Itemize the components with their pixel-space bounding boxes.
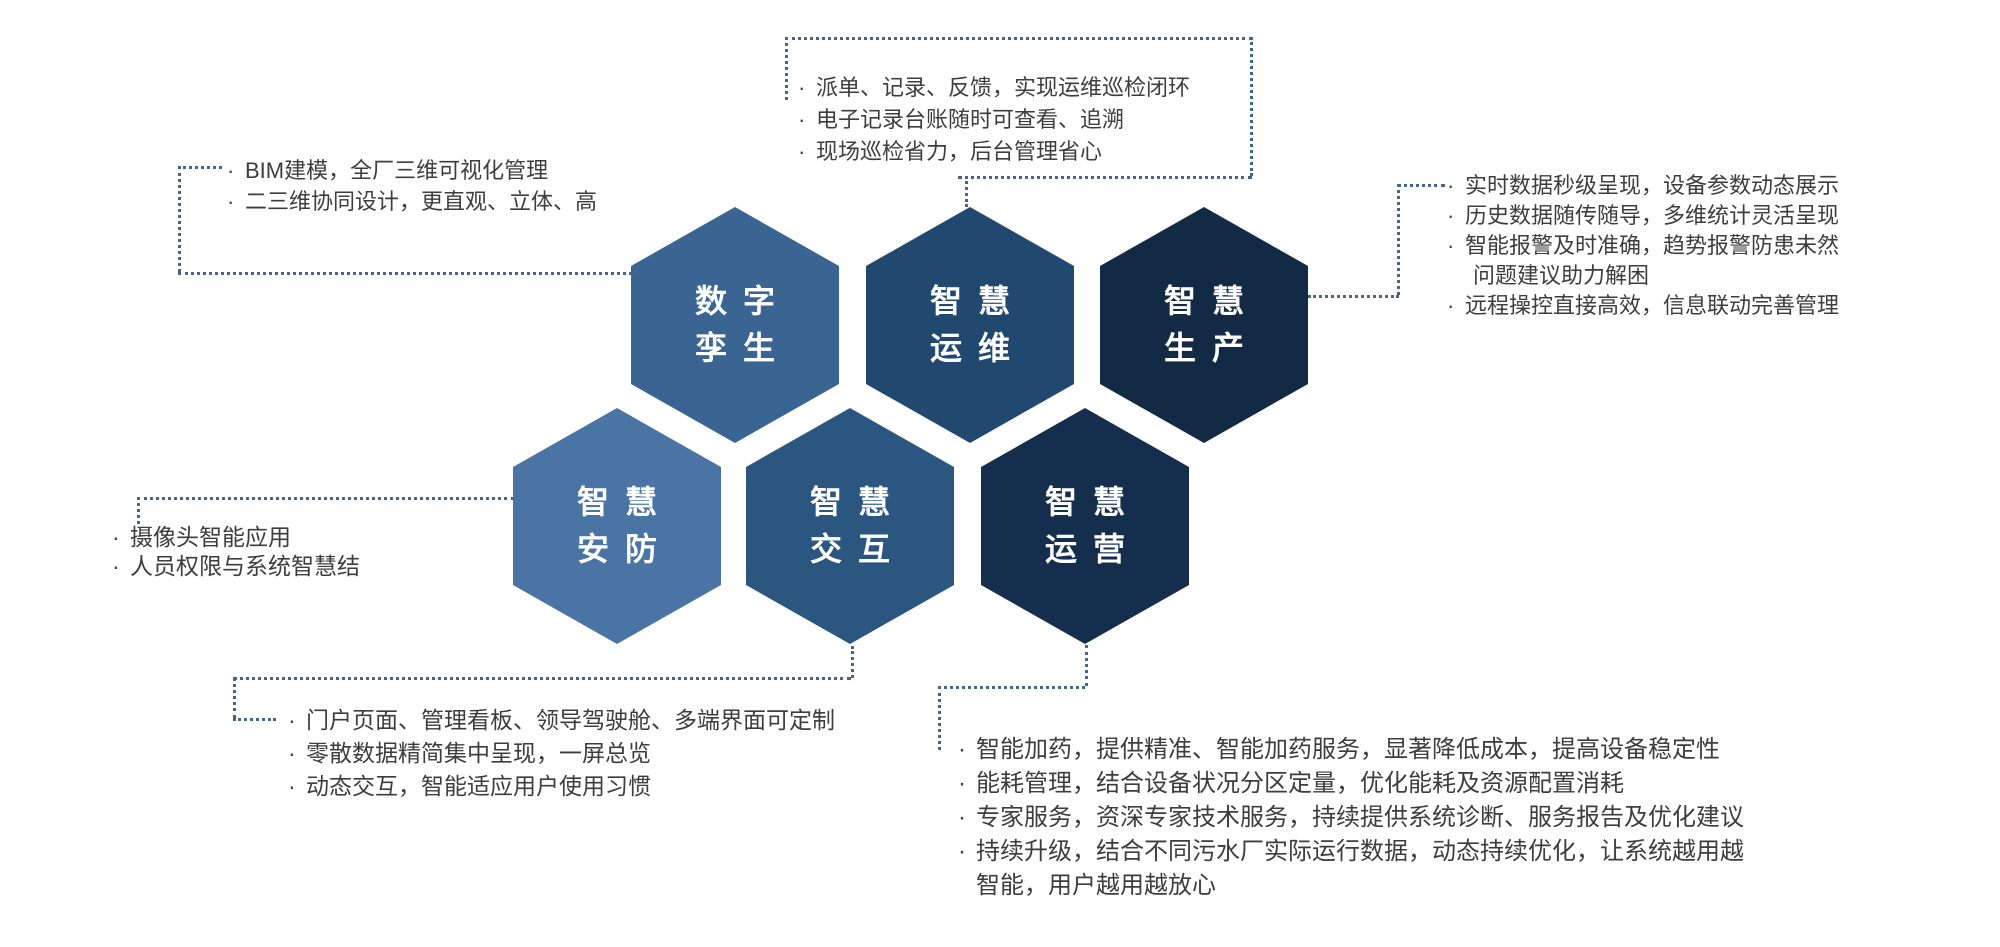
- bullet-dot: ·: [798, 139, 806, 164]
- bullet-dot: ·: [958, 838, 966, 865]
- connector-smart-interaction-horizontal: [233, 677, 851, 680]
- hexagon-smart-operations-label: 智慧 运营: [981, 408, 1189, 644]
- callout-smart-om-border-bottom: [958, 176, 1252, 179]
- hexagon-digital-twin: 数字 孪生: [631, 207, 839, 443]
- bullet-dot: ·: [112, 553, 120, 579]
- callout-smart-interaction: · 门户页面、管理看板、领导驾驶舱、多端界面可定制 · 零散数据精简集中呈现，一…: [288, 704, 835, 803]
- connector-digital-twin-horizontal: [178, 272, 638, 275]
- connector-digital-twin-vertical: [178, 166, 181, 272]
- bullet-dot: ·: [798, 75, 806, 100]
- hexagon-smart-interaction-label: 智慧 交互: [746, 408, 954, 644]
- callout-digital-twin: · BIM建模，全厂三维可视化管理 · 二三维协同设计，更直观、立体、高: [227, 155, 597, 217]
- hexagon-smart-production: 智慧 生产: [1100, 207, 1308, 443]
- callout-line: · 摄像头智能应用: [112, 524, 291, 550]
- hexagon-digital-twin-shape: [631, 207, 839, 443]
- bullet-dot: ·: [1447, 293, 1455, 318]
- callout-line-continuation: 问题建议助力解困: [1473, 263, 1650, 288]
- hexagon-label-line: 生产: [1163, 330, 1260, 366]
- callout-line: · 远程操控直接高效，信息联动完善管理: [1447, 291, 1839, 321]
- hexagon-smart-om-label: 智慧 运维: [866, 207, 1074, 443]
- bullet-dot: ·: [958, 804, 966, 831]
- callout-smart-om-border-top: [785, 37, 1252, 40]
- bullet-dot: ·: [958, 736, 966, 763]
- callout-line: · 智能加药，提供精准、智能加药服务，显著降低成本，提高设备稳定性: [958, 733, 1744, 767]
- connector-digital-twin-stub: [178, 166, 222, 169]
- connector-smart-operations-vertical-left: [938, 686, 941, 750]
- callout-line: · 现场巡检省力，后台管理省心: [798, 136, 1190, 168]
- hexagon-smart-interaction: 智慧 交互: [746, 408, 954, 644]
- hexagon-smart-om: 智慧 运维: [866, 207, 1074, 443]
- connector-smart-production-horizontal: [1308, 295, 1399, 298]
- callout-line: · 历史数据随传随导，多维统计灵活呈现: [1447, 201, 1839, 231]
- connector-smart-production-vertical: [1397, 184, 1400, 295]
- hexagon-label-line: 智慧: [1163, 283, 1260, 319]
- connector-smart-operations-vertical: [1085, 645, 1088, 686]
- hexagon-label-line: 智慧: [1044, 484, 1141, 520]
- bullet-dot: ·: [798, 107, 806, 132]
- hexagon-label-line: 智慧: [809, 484, 906, 520]
- callout-smart-om: · 派单、记录、反馈，实现运维巡检闭环 · 电子记录台账随时可查看、追溯 · 现…: [798, 72, 1190, 168]
- callout-line: · BIM建模，全厂三维可视化管理: [227, 155, 597, 186]
- hexagon-label-line: 智慧: [576, 484, 673, 520]
- connector-smart-security-tick: [137, 497, 140, 524]
- callout-line-continuation: 智能，用户越用越放心: [976, 872, 1216, 899]
- hexagon-smart-security-label: 智慧 安防: [513, 408, 721, 644]
- callout-line: · 人员权限与系统智慧结: [112, 553, 360, 579]
- callout-line: · 派单、记录、反馈，实现运维巡检闭环: [798, 72, 1190, 104]
- callout-smart-production: · 实时数据秒级呈现，设备参数动态展示 · 历史数据随传随导，多维统计灵活呈现 …: [1447, 171, 1839, 321]
- hexagon-digital-twin-label: 数字 孪生: [631, 207, 839, 443]
- callout-smart-operations: · 智能加药，提供精准、智能加药服务，显著降低成本，提高设备稳定性 · 能耗管理…: [958, 733, 1744, 903]
- connector-smart-production-stub: [1397, 184, 1445, 187]
- hexagon-smart-operations: 智慧 运营: [981, 408, 1189, 644]
- bullet-dot: ·: [227, 189, 235, 214]
- hexagon-smart-security: 智慧 安防: [513, 408, 721, 644]
- callout-line: · 持续升级，结合不同污水厂实际运行数据，动态持续优化，让系统越用越: [958, 835, 1744, 869]
- bullet-dot: ·: [288, 740, 296, 766]
- callout-line: · 能耗管理，结合设备状况分区定量，优化能耗及资源配置消耗: [958, 767, 1744, 801]
- hexagon-label-line: 孪生: [694, 330, 791, 366]
- callout-smart-om-border-left: [785, 37, 788, 100]
- hexagon-label-line: 数字: [694, 283, 791, 319]
- callout-line: · 动态交互，智能适应用户使用习惯: [288, 770, 835, 803]
- bullet-dot: ·: [958, 770, 966, 797]
- callout-line: · 门户页面、管理看板、领导驾驶舱、多端界面可定制: [288, 704, 835, 737]
- bullet-dot: ·: [227, 158, 235, 183]
- connector-smart-interaction-vertical-left: [233, 677, 236, 719]
- hexagon-smart-production-label: 智慧 生产: [1100, 207, 1308, 443]
- callout-line: · 电子记录台账随时可查看、追溯: [798, 104, 1190, 136]
- bullet-dot: ·: [288, 707, 296, 733]
- callout-line: · 专家服务，资深专家技术服务，持续提供系统诊断、服务报告及优化建议: [958, 801, 1744, 835]
- connector-smart-interaction-stub: [233, 718, 276, 721]
- hexagon-label-line: 安防: [576, 531, 673, 567]
- hexagon-label-line: 交互: [809, 531, 906, 567]
- bullet-dot: ·: [1447, 173, 1455, 198]
- connector-smart-om-vertical: [965, 176, 968, 207]
- bullet-dot: ·: [1447, 233, 1455, 258]
- connector-smart-interaction-vertical: [851, 646, 854, 678]
- callout-line: · 零散数据精简集中呈现，一屏总览: [288, 737, 835, 770]
- callout-smart-security: · 摄像头智能应用 · 人员权限与系统智慧结: [112, 523, 360, 581]
- callout-line: · 智能报警及时准确，趋势报警防患未然: [1447, 231, 1839, 261]
- connector-smart-security-horizontal: [137, 497, 514, 500]
- callout-line: · 二三维协同设计，更直观、立体、高: [227, 186, 597, 217]
- bullet-dot: ·: [112, 524, 120, 550]
- hexagon-label-line: 运营: [1044, 531, 1141, 567]
- callout-line: · 实时数据秒级呈现，设备参数动态展示: [1447, 171, 1839, 201]
- callout-smart-om-border-right: [1250, 37, 1253, 176]
- bullet-dot: ·: [288, 773, 296, 799]
- bullet-dot: ·: [1447, 203, 1455, 228]
- hexagon-label-line: 运维: [929, 330, 1026, 366]
- hexagon-label-line: 智慧: [929, 283, 1026, 319]
- connector-smart-operations-horizontal: [938, 686, 1085, 689]
